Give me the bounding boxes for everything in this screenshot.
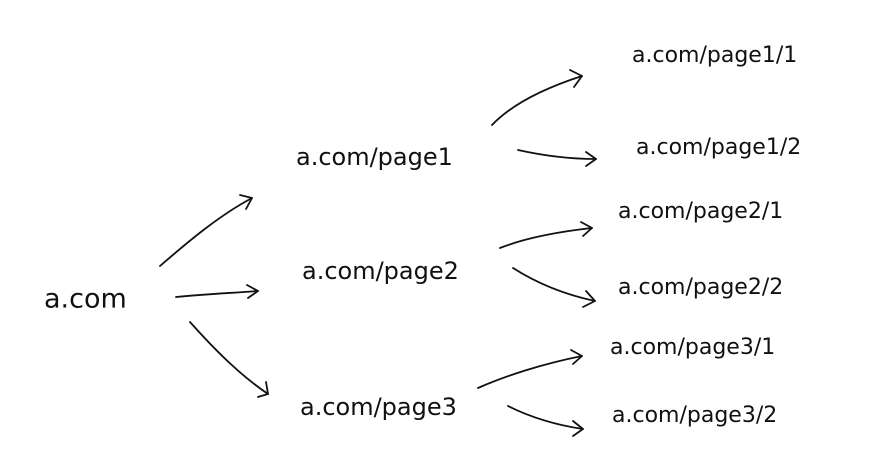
edge-page3-page3-1 [477,349,583,389]
node-page1: a.com/page1 [296,143,453,171]
edge-line [159,197,253,267]
edge-root-page1 [159,194,253,267]
arrow-head-icon [239,194,253,210]
node-page1-1: a.com/page1/1 [632,43,797,68]
edge-line [517,149,597,160]
edge-page1-page1-1 [491,69,583,126]
edge-line [507,405,584,430]
arrow-head-icon [569,69,583,88]
edge-page3-page3-2 [507,405,584,437]
arrow-head-icon [585,151,597,167]
arrow-head-icon [580,221,593,237]
node-page2-2: a.com/page2/2 [618,275,783,300]
arrow-head-icon [582,290,596,308]
edge-page2-page2-1 [499,221,593,249]
edge-line [499,227,593,249]
edge-line [477,355,583,389]
arrow-head-icon [257,381,269,398]
node-page3-1: a.com/page3/1 [610,335,775,360]
arrow-head-icon [570,349,583,365]
edge-root-page3 [189,321,269,398]
edge-line [512,267,596,302]
node-page1-2: a.com/page1/2 [636,135,801,160]
node-page2: a.com/page2 [302,257,459,285]
edge-line [491,75,583,126]
node-page3-2: a.com/page3/2 [612,403,777,428]
node-page3: a.com/page3 [300,393,457,421]
edges [159,69,597,437]
node-root: a.com [44,284,127,315]
edge-line [175,290,259,298]
edge-root-page2 [175,284,259,299]
edge-page2-page2-2 [512,267,596,308]
edge-page1-page1-2 [517,149,597,167]
arrow-head-icon [572,420,584,437]
arrow-head-icon [246,284,259,299]
nodes: a.com a.com/page1 a.com/page2 a.com/page… [44,43,801,428]
edge-line [189,321,269,395]
node-page2-1: a.com/page2/1 [618,199,783,224]
